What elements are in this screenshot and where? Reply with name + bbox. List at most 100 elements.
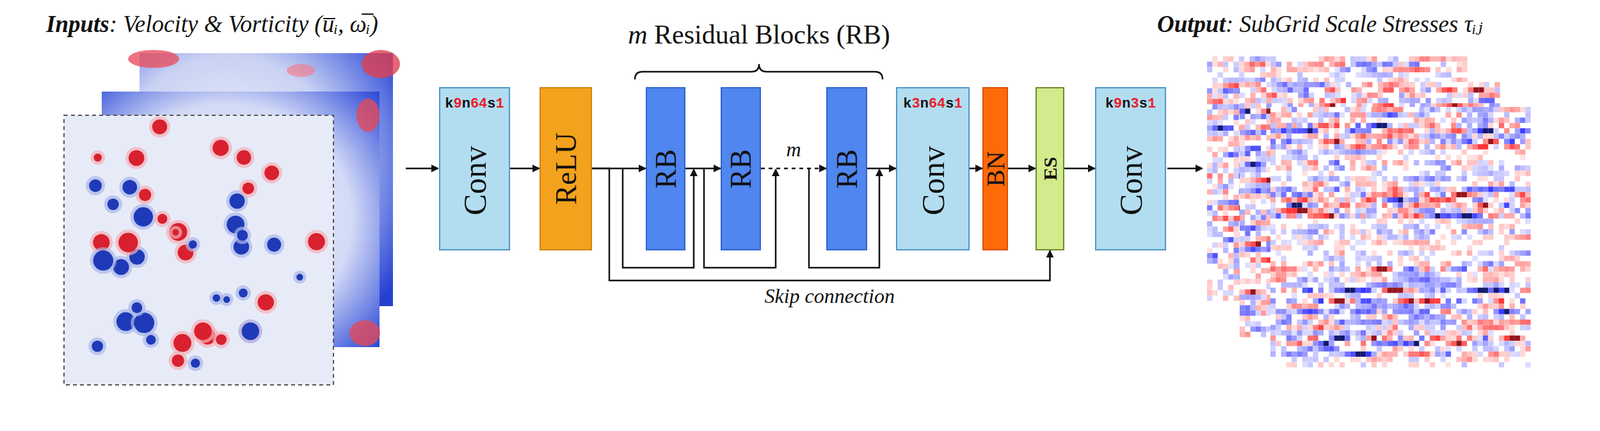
stress-pixel xyxy=(1398,67,1404,73)
stress-pixel xyxy=(1239,108,1245,114)
stress-pixel xyxy=(1440,72,1446,78)
stress-pixel xyxy=(1217,130,1224,136)
stress-pixel xyxy=(1255,61,1261,67)
stress-pixel xyxy=(1393,61,1399,67)
stress-pixel xyxy=(1233,157,1240,163)
stress-pixel xyxy=(1287,61,1293,67)
stress-pixel xyxy=(1233,88,1240,94)
stress-pixel xyxy=(1393,67,1399,73)
stress-pixel xyxy=(1473,87,1479,93)
stress-pixel xyxy=(1297,72,1303,78)
stress-pixel xyxy=(1233,151,1240,157)
stress-pixel xyxy=(1383,81,1389,88)
stress-pixel xyxy=(1479,92,1485,98)
stress-pixel xyxy=(1382,61,1388,67)
stress-pixel xyxy=(1276,87,1282,93)
vorticity-blob xyxy=(145,334,156,345)
vorticity-blob xyxy=(131,302,143,313)
stress-pixel xyxy=(1361,81,1368,88)
vorticity-blob xyxy=(242,182,255,194)
stress-pixel xyxy=(1233,247,1240,253)
stress-pixel xyxy=(1408,67,1414,73)
stress-pixel xyxy=(1212,231,1218,237)
stress-pixel xyxy=(1324,92,1330,98)
stress-pixel xyxy=(1335,97,1341,104)
field-blob xyxy=(356,98,380,132)
stress-pixel xyxy=(1404,81,1410,88)
stress-pixel xyxy=(1424,56,1430,62)
stress-pixel xyxy=(1228,88,1234,94)
vorticity-blob xyxy=(88,179,102,192)
stress-pixel xyxy=(1212,104,1218,110)
stress-pixel xyxy=(1377,72,1383,78)
stress-pixel xyxy=(1456,67,1462,73)
stress-pixel xyxy=(1468,97,1474,104)
vorticity-blob xyxy=(296,273,303,281)
stress-pixel xyxy=(1217,162,1224,168)
stress-pixel xyxy=(1265,72,1271,78)
stress-pixel xyxy=(1223,273,1229,280)
stress-pixel xyxy=(1456,61,1462,67)
stress-pixel xyxy=(1239,103,1245,109)
stress-pixel xyxy=(1255,81,1261,88)
stress-pixel xyxy=(1399,81,1405,88)
stress-pixel xyxy=(1271,61,1277,67)
stress-pixel xyxy=(1440,61,1446,67)
stress-pixel xyxy=(1461,61,1467,67)
stress-pixel xyxy=(1468,87,1474,93)
stress-pixel xyxy=(1287,67,1293,73)
stress-pixel xyxy=(1409,92,1416,98)
stress-pixel xyxy=(1223,61,1229,67)
stress-pixel xyxy=(1223,226,1229,232)
field-blob xyxy=(349,320,381,346)
stress-pixel xyxy=(1324,56,1330,62)
stress-pixel xyxy=(1217,72,1224,78)
stress-pixel xyxy=(1233,199,1240,205)
vorticity-blob xyxy=(91,340,104,352)
stress-pixel xyxy=(1233,263,1240,269)
stress-pixel xyxy=(1207,279,1213,285)
stress-pixel xyxy=(1249,67,1255,73)
stress-pixel xyxy=(1350,56,1356,62)
stress-pixel xyxy=(1223,247,1229,253)
stress-pixel xyxy=(1207,98,1213,104)
stress-pixel xyxy=(1415,97,1421,104)
stress-pixel xyxy=(1260,108,1266,114)
stress-pixel xyxy=(1361,97,1368,104)
stress-pixel xyxy=(1228,263,1234,269)
stress-pixel xyxy=(1228,141,1234,147)
stress-pixel xyxy=(1217,199,1224,205)
stress-pixel xyxy=(1233,236,1240,242)
stress-pixel xyxy=(1297,67,1303,73)
stress-pixel xyxy=(1207,109,1213,115)
stress-pixel xyxy=(1266,92,1272,98)
stress-pixel xyxy=(1260,92,1266,98)
stress-pixel xyxy=(1207,231,1213,237)
stress-pixel xyxy=(1239,92,1245,98)
vorticity-blob xyxy=(238,288,248,298)
stress-pixel xyxy=(1484,87,1490,93)
stress-pixel xyxy=(1233,146,1240,152)
stress-pixel xyxy=(1249,61,1255,67)
stress-pixel xyxy=(1244,97,1250,104)
stress-pixel xyxy=(1250,97,1256,104)
stress-pixel xyxy=(1340,56,1346,62)
stress-pixel xyxy=(1415,92,1421,98)
stress-pixel xyxy=(1244,67,1250,73)
stress-pixel xyxy=(1233,120,1240,126)
stress-pixel xyxy=(1345,81,1352,88)
stress-pixel xyxy=(1260,72,1266,78)
stress-pixel xyxy=(1250,103,1256,109)
stress-pixel xyxy=(1260,67,1266,73)
stress-pixel xyxy=(1250,87,1256,93)
stress-pixel xyxy=(1329,61,1335,67)
stress-pixel xyxy=(1276,97,1282,104)
stress-pixel xyxy=(1212,252,1218,258)
stress-pixel xyxy=(1212,125,1218,131)
stress-pixel xyxy=(1212,189,1218,195)
stress-pixel xyxy=(1361,92,1368,98)
stress-pixel xyxy=(1366,67,1372,73)
stress-pixel xyxy=(1387,72,1393,78)
stress-pixel xyxy=(1223,146,1229,152)
stress-pixel xyxy=(1250,92,1256,98)
